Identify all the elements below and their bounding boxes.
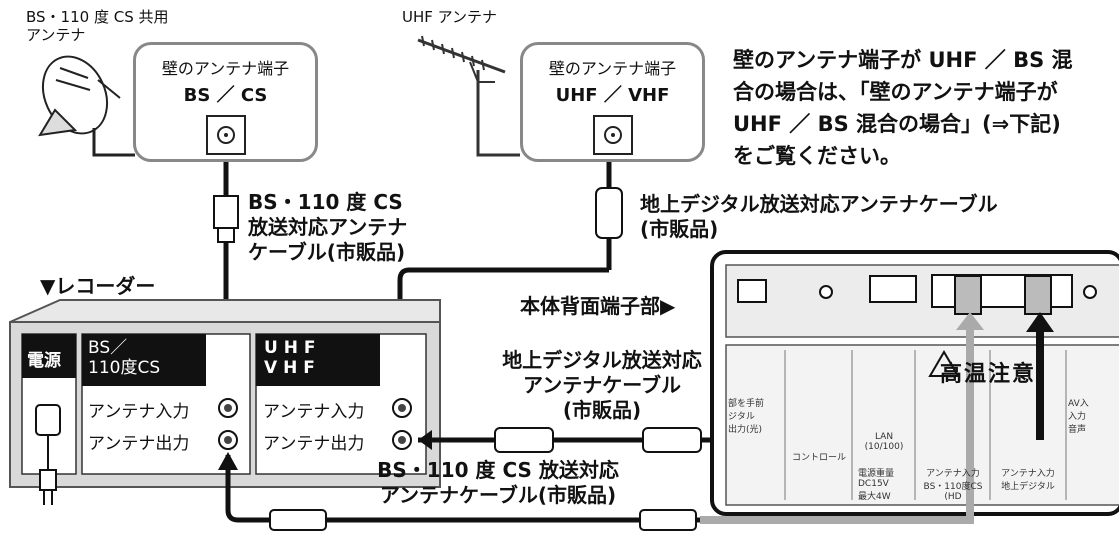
dtv-cable2-label-line3: (市販品) xyxy=(562,398,642,422)
recorder-uhf-ant-out: アンテナ出力 xyxy=(263,434,365,454)
panel-lan: LAN (10/100) xyxy=(855,432,913,452)
bs-cable-label-line1: BS・110 度 CS xyxy=(248,190,403,214)
panel-digital-out: 部を手前 ジタル 出力(光) xyxy=(728,396,784,435)
recorder-uhf-label: U H F V H F xyxy=(264,338,315,378)
wall-port-bs-icon xyxy=(206,115,246,155)
dtv-cable2-label: 地上デジタル放送対応 アンテナケーブル (市販品) xyxy=(492,348,712,423)
uhf-antenna-label: UHF アンテナ xyxy=(402,8,498,26)
dtv-cable2-label-line2: アンテナケーブル xyxy=(523,373,681,397)
bs-antenna-label: BS・110 度 CS 共用 アンテナ xyxy=(26,8,168,44)
dtv-cable-label-line2: (市販品) xyxy=(640,217,719,241)
bs-cable2-label-line1: BS・110 度 CS 放送対応 xyxy=(377,458,619,482)
wall-terminal-uhf-title: 壁のアンテナ端子 xyxy=(548,59,677,78)
recorder-bs-label-line1: BS／ xyxy=(88,338,128,358)
recorder-bs-label: BS／ 110度CS xyxy=(88,338,160,378)
panel-control: コントロール xyxy=(791,453,846,463)
panel-av: AV入 入力 音声 xyxy=(1068,396,1118,435)
panel-ant-in-dtv: アンテナ入力 地上デジタル xyxy=(992,466,1064,492)
bs-cable-label-line3: ケーブル(市販品) xyxy=(248,240,406,264)
note-line4: をご覧ください。 xyxy=(733,144,901,168)
recorder-power-label: 電源 xyxy=(27,351,61,371)
panel-warning: 高温注意 xyxy=(940,362,1037,387)
bs-cable2-label: BS・110 度 CS 放送対応 アンテナケーブル(市販品) xyxy=(338,458,658,508)
wall-terminal-uhf: 壁のアンテナ端子 UHF ／ VHF xyxy=(520,42,705,162)
wall-terminal-bs-title: 壁のアンテナ端子 xyxy=(161,59,290,78)
dtv-cable-label-line1: 地上デジタル放送対応アンテナケーブル xyxy=(640,192,998,216)
panel-ant-in-bs: アンテナ入力 BS・110度CS (HD xyxy=(918,466,988,502)
panel-ant-in-bs-line1: アンテナ入力 xyxy=(926,469,980,479)
wall-terminal-bs-type: BS ／ CS xyxy=(183,85,268,106)
wall-terminal-uhf-type: UHF ／ VHF xyxy=(555,85,670,106)
mixed-terminal-note: 壁のアンテナ端子が UHF ／ BS 混 合の場合は、「壁のアンテナ端子が UH… xyxy=(733,44,1113,172)
panel-power-info-line2: DC15V xyxy=(858,479,889,489)
recorder-bs-label-line2: 110度CS xyxy=(88,358,161,378)
panel-digital-out-line1: 部を手前 xyxy=(728,399,765,409)
recorder-uhf-label-line2: V H F xyxy=(264,358,315,378)
note-line1: 壁のアンテナ端子が UHF ／ BS 混 xyxy=(733,48,1073,72)
bs-cable-2 xyxy=(218,452,940,531)
note-line3: UHF ／ BS 混合の場合」(⇒下記) xyxy=(733,112,1061,136)
panel-ant-in-bs-line2: BS・110度CS xyxy=(923,482,983,492)
panel-av-line3: 音声 xyxy=(1068,425,1087,435)
uhf-antenna-icon xyxy=(417,35,520,157)
bs-antenna-label-line2: アンテナ xyxy=(26,26,86,44)
rear-panel-label: 本体背面端子部▶ xyxy=(520,294,676,318)
wall-port-uhf-icon xyxy=(593,115,633,155)
panel-power-info-line3: 最大4W xyxy=(858,492,891,502)
panel-av-line1: AV入 xyxy=(1068,399,1089,409)
note-line2: 合の場合は、「壁のアンテナ端子が xyxy=(733,80,1058,104)
recorder-uhf-ant-in: アンテナ入力 xyxy=(263,402,365,422)
recorder-label: ▼レコーダー xyxy=(40,274,156,298)
panel-digital-out-line2: ジタル xyxy=(728,412,755,422)
recorder-bs-ant-in: アンテナ入力 xyxy=(88,402,190,422)
panel-power-info: 電源重量 DC15V 最大4W xyxy=(858,466,914,502)
panel-digital-out-line3: 出力(光) xyxy=(728,425,763,435)
wall-terminal-bs: 壁のアンテナ端子 BS ／ CS xyxy=(133,42,318,162)
bs-cable-label: BS・110 度 CS 放送対応アンテナ ケーブル(市販品) xyxy=(248,190,407,265)
recorder-uhf-label-line1: U H F xyxy=(264,338,316,358)
recorder-bs-ant-out: アンテナ出力 xyxy=(88,434,190,454)
bs-cable-label-line2: 放送対応アンテナ xyxy=(248,215,408,239)
panel-ant-in-dtv-line1: アンテナ入力 xyxy=(1001,469,1055,479)
panel-ant-in-dtv-line2: 地上デジタル xyxy=(1001,482,1055,492)
panel-av-line2: 入力 xyxy=(1068,412,1087,422)
dtv-cable-label: 地上デジタル放送対応アンテナケーブル (市販品) xyxy=(640,192,998,242)
bs-antenna-label-line1: BS・110 度 CS 共用 xyxy=(26,8,169,26)
bs-dish-icon xyxy=(38,55,135,157)
panel-lan-line2: (10/100) xyxy=(864,442,904,452)
panel-ant-in-bs-line3: (HD xyxy=(944,492,962,502)
panel-power-info-line1: 電源重量 xyxy=(858,469,895,479)
dtv-cable2-label-line1: 地上デジタル放送対応 xyxy=(502,348,702,372)
rear-panel xyxy=(700,250,1119,524)
bs-cable2-label-line2: アンテナケーブル(市販品) xyxy=(379,483,617,507)
panel-lan-line1: LAN xyxy=(874,432,894,442)
